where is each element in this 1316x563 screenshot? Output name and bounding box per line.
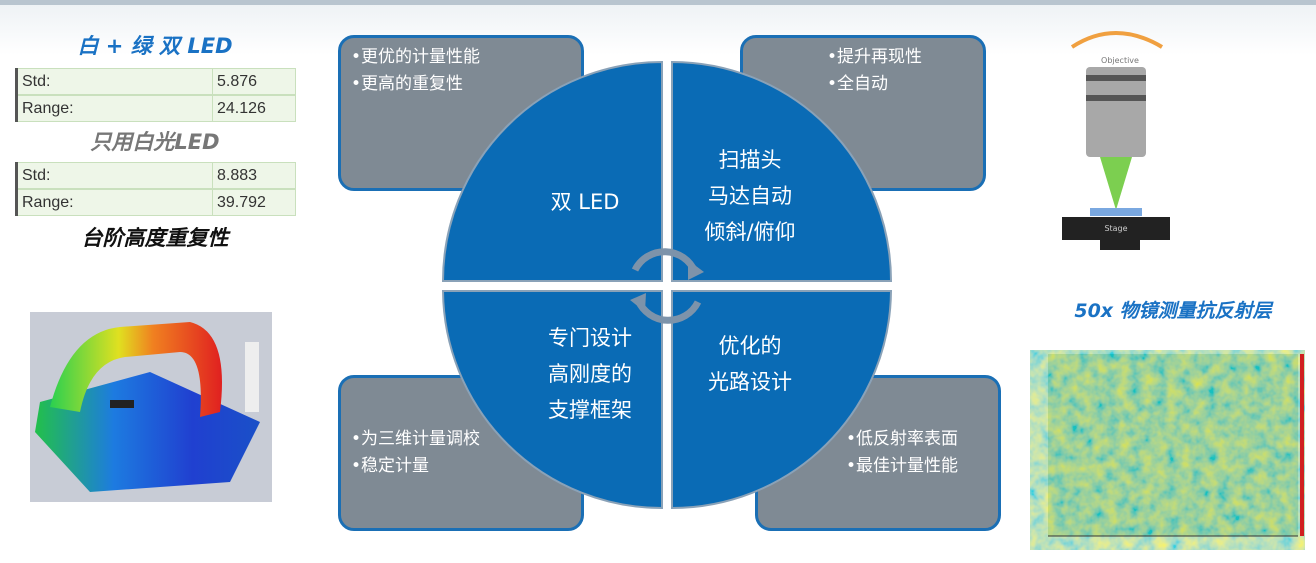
dual-led-table: Std:5.876 Range:24.126 xyxy=(15,68,296,122)
objective-stage-illustration: Objective Stage xyxy=(1062,31,1170,250)
dual-led-title: 白 + 绿 双 LED xyxy=(77,34,233,58)
fea-stress-image xyxy=(30,312,272,502)
objective-caption: 50x 物镜测量抗反射层 xyxy=(1074,300,1272,322)
svg-text:Stage: Stage xyxy=(1104,224,1127,233)
white-led-title: 只用白光LED xyxy=(90,130,220,154)
quadrant-label-br: 优化的光路设计 xyxy=(708,334,792,394)
quadrant-label-bl: 专门设计高刚度的支撑框架 xyxy=(548,326,632,422)
quadrant-label-tl: 双 LED xyxy=(550,190,620,214)
top-bar xyxy=(0,0,1316,5)
quadrant-bottom-right xyxy=(671,290,893,510)
quadrant-top-right xyxy=(671,60,893,282)
quadrant-circle xyxy=(441,60,893,510)
quadrant-label-tr: 扫描头马达自动倾斜/俯仰 xyxy=(704,148,796,244)
surface-map-image xyxy=(1048,354,1304,537)
table-row: Std:8.883 xyxy=(18,162,296,189)
quadrant-top-left xyxy=(441,60,663,282)
svg-text:Objective: Objective xyxy=(1101,56,1139,65)
step-height-caption: 台阶高度重复性 xyxy=(81,226,229,250)
table-row: Range:39.792 xyxy=(18,189,296,216)
table-row: Std:5.876 xyxy=(18,68,296,95)
table-row: Range:24.126 xyxy=(18,95,296,122)
quadrant-bottom-left xyxy=(441,290,663,510)
white-led-table: Std:8.883 Range:39.792 xyxy=(15,162,296,216)
